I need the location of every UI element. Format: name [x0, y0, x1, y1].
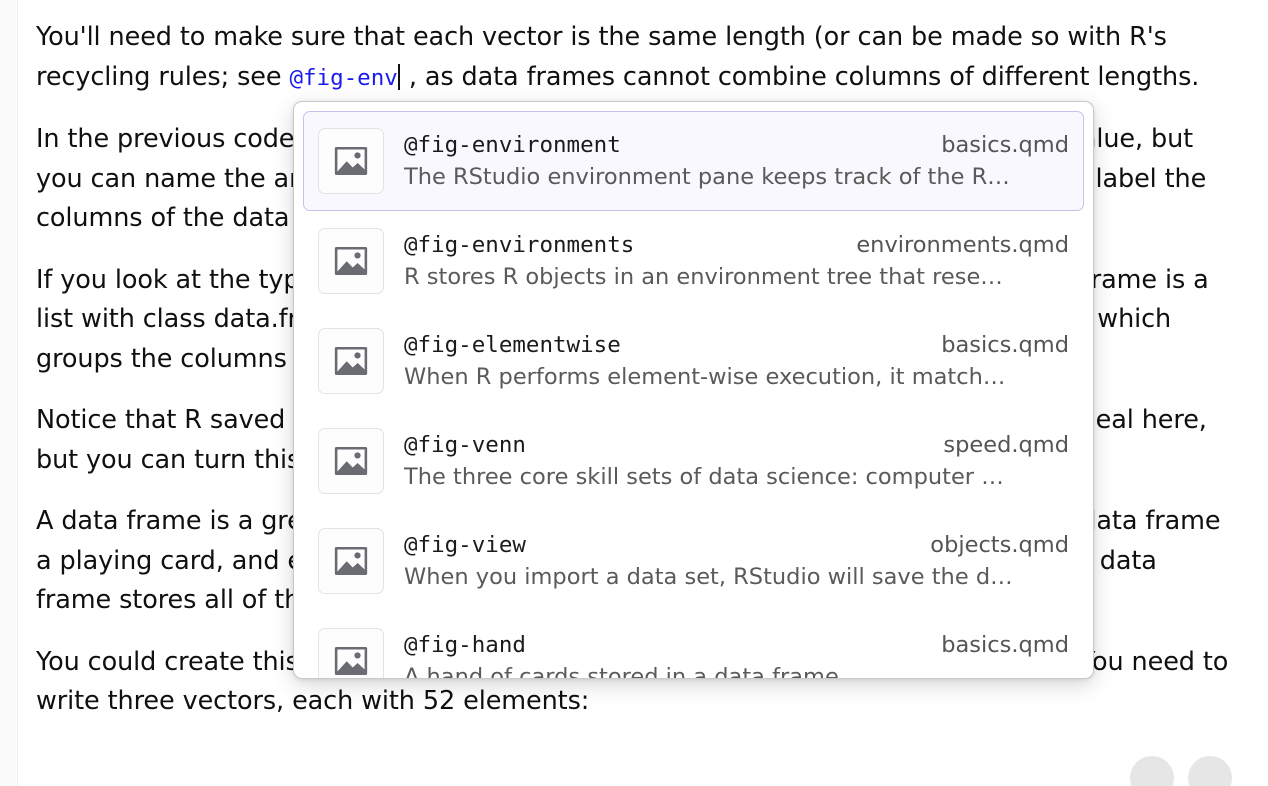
autocomplete-item-description: When you import a data set, RStudio will…	[404, 564, 1013, 590]
editor-gutter	[0, 0, 18, 786]
paragraph: You'll need to make sure that each vecto…	[36, 18, 1236, 98]
autocomplete-item-header: @fig-environments environments.qmd	[404, 232, 1069, 258]
round-button-left[interactable]	[1130, 756, 1174, 786]
image-placeholder-icon	[318, 228, 384, 294]
autocomplete-item-header: @fig-venn speed.qmd	[404, 432, 1069, 458]
image-placeholder-icon	[318, 128, 384, 194]
autocomplete-item-file: speed.qmd	[943, 432, 1069, 458]
autocomplete-item-key: @fig-hand	[404, 632, 526, 658]
autocomplete-item-key: @fig-venn	[404, 432, 526, 458]
autocomplete-item-description: R stores R objects in an environment tre…	[404, 264, 1003, 290]
autocomplete-item-description: The RStudio environment pane keeps track…	[404, 164, 1010, 190]
autocomplete-item-description: A hand of cards stored in a data frame.	[404, 664, 846, 678]
autocomplete-item-key: @fig-environments	[404, 232, 635, 258]
autocomplete-item-header: @fig-hand basics.qmd	[404, 632, 1069, 658]
autocomplete-item-file: basics.qmd	[941, 132, 1069, 158]
cross-reference-token: @fig-env	[289, 64, 398, 91]
image-placeholder-icon	[318, 628, 384, 678]
autocomplete-item-header: @fig-environment basics.qmd	[404, 132, 1069, 158]
autocomplete-item-description: The three core skill sets of data scienc…	[404, 464, 1004, 490]
autocomplete-item-file: basics.qmd	[941, 632, 1069, 658]
autocomplete-item[interactable]: @fig-hand basics.qmd A hand of cards store…	[303, 611, 1084, 678]
autocomplete-item-file: objects.qmd	[930, 532, 1069, 558]
autocomplete-item-body: @fig-environments environments.qmd R store…	[404, 232, 1069, 290]
autocomplete-item-body: @fig-hand basics.qmd A hand of cards store…	[404, 632, 1069, 678]
autocomplete-item-description: When R performs element-wise execution, …	[404, 364, 1006, 390]
text-cursor	[397, 63, 400, 90]
autocomplete-item-key: @fig-environment	[404, 132, 621, 158]
autocomplete-item-key: @fig-view	[404, 532, 526, 558]
autocomplete-item-file: basics.qmd	[941, 332, 1069, 358]
autocomplete-item-header: @fig-elementwise basics.qmd	[404, 332, 1069, 358]
autocomplete-item-file: environments.qmd	[856, 232, 1069, 258]
autocomplete-item-header: @fig-view objects.qmd	[404, 532, 1069, 558]
image-placeholder-icon	[318, 528, 384, 594]
autocomplete-item-key: @fig-elementwise	[404, 332, 621, 358]
paragraph-text: , as data frames cannot combine columns …	[400, 61, 1200, 92]
round-button-right[interactable]	[1188, 756, 1232, 786]
paragraph-text: You'll need to make sure that each vecto…	[36, 22, 1167, 92]
image-placeholder-icon	[318, 428, 384, 494]
image-placeholder-icon	[318, 328, 384, 394]
autocomplete-item[interactable]: @fig-environments environments.qmd R store…	[303, 211, 1084, 311]
